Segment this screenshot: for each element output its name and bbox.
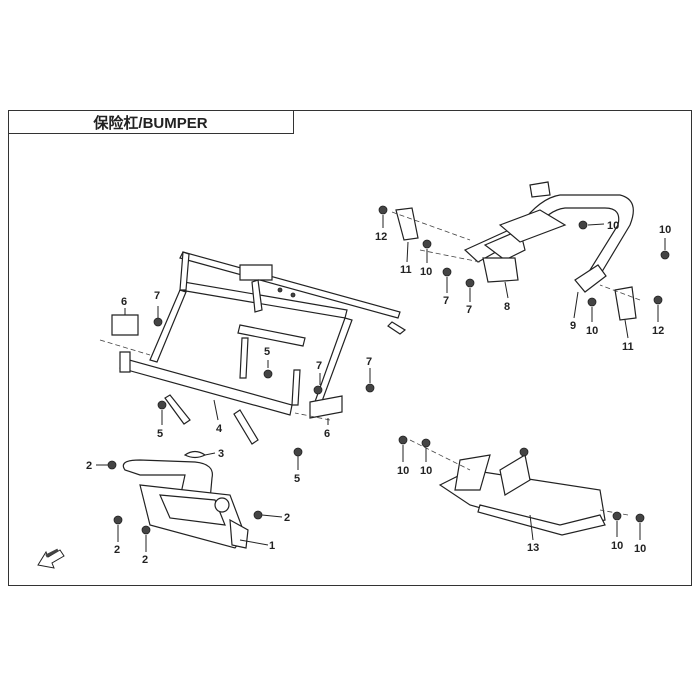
bumper-frame-assembly bbox=[119, 251, 407, 445]
bracket-8 bbox=[482, 257, 519, 283]
callout-8: 8 bbox=[504, 301, 510, 313]
callout-10: 10 bbox=[607, 220, 619, 232]
leader-lines bbox=[96, 215, 666, 552]
callout-10: 10 bbox=[420, 266, 432, 278]
callout-2: 2 bbox=[142, 554, 148, 566]
callout-10: 10 bbox=[586, 325, 598, 337]
callout-10: 10 bbox=[611, 540, 623, 552]
bolts-left bbox=[153, 317, 375, 457]
rear-guard bbox=[438, 447, 606, 536]
callout-6: 6 bbox=[121, 296, 127, 308]
callout-7: 7 bbox=[154, 290, 160, 302]
callout-12: 12 bbox=[375, 231, 387, 243]
callout-3: 3 bbox=[218, 448, 224, 460]
callout-5: 5 bbox=[294, 473, 300, 485]
callout-10: 10 bbox=[397, 465, 409, 477]
mount-plate-11-upper bbox=[395, 207, 419, 241]
callout-2: 2 bbox=[86, 460, 92, 472]
callout-12: 12 bbox=[652, 325, 664, 337]
callout-2: 2 bbox=[114, 544, 120, 556]
rear-bumper bbox=[463, 181, 634, 293]
callout-10: 10 bbox=[634, 543, 646, 555]
callout-10: 10 bbox=[659, 224, 671, 236]
callout-5: 5 bbox=[157, 428, 163, 440]
callout-6: 6 bbox=[324, 428, 330, 440]
diagram-title: 保险杠/BUMPER bbox=[93, 115, 208, 132]
callout-9: 9 bbox=[570, 320, 576, 332]
bolts-rear bbox=[378, 205, 670, 307]
direction-arrow-icon bbox=[37, 548, 65, 569]
bracket-left bbox=[111, 314, 139, 336]
callout-2: 2 bbox=[284, 512, 290, 524]
callout-7: 7 bbox=[443, 295, 449, 307]
title-box: 保险杠/BUMPER bbox=[8, 110, 294, 134]
front-bumper bbox=[122, 450, 249, 549]
callout-13: 13 bbox=[527, 542, 539, 554]
diagram-frame bbox=[8, 110, 692, 586]
callout-10: 10 bbox=[420, 465, 432, 477]
callout-1: 1 bbox=[269, 540, 275, 552]
callout-4: 4 bbox=[216, 423, 223, 435]
callout-11: 11 bbox=[400, 264, 412, 276]
callout-7: 7 bbox=[466, 304, 472, 316]
callout-11: 11 bbox=[622, 341, 634, 353]
bracket-right bbox=[309, 395, 343, 419]
mount-plate-11-lower bbox=[614, 286, 637, 321]
callout-7: 7 bbox=[316, 360, 322, 372]
callout-5: 5 bbox=[264, 346, 270, 358]
callout-7: 7 bbox=[366, 356, 372, 368]
callouts: 1 2 2 2 2 3 4 5 5 5 6 6 7 7 7 7 7 8 9 10… bbox=[86, 220, 671, 566]
